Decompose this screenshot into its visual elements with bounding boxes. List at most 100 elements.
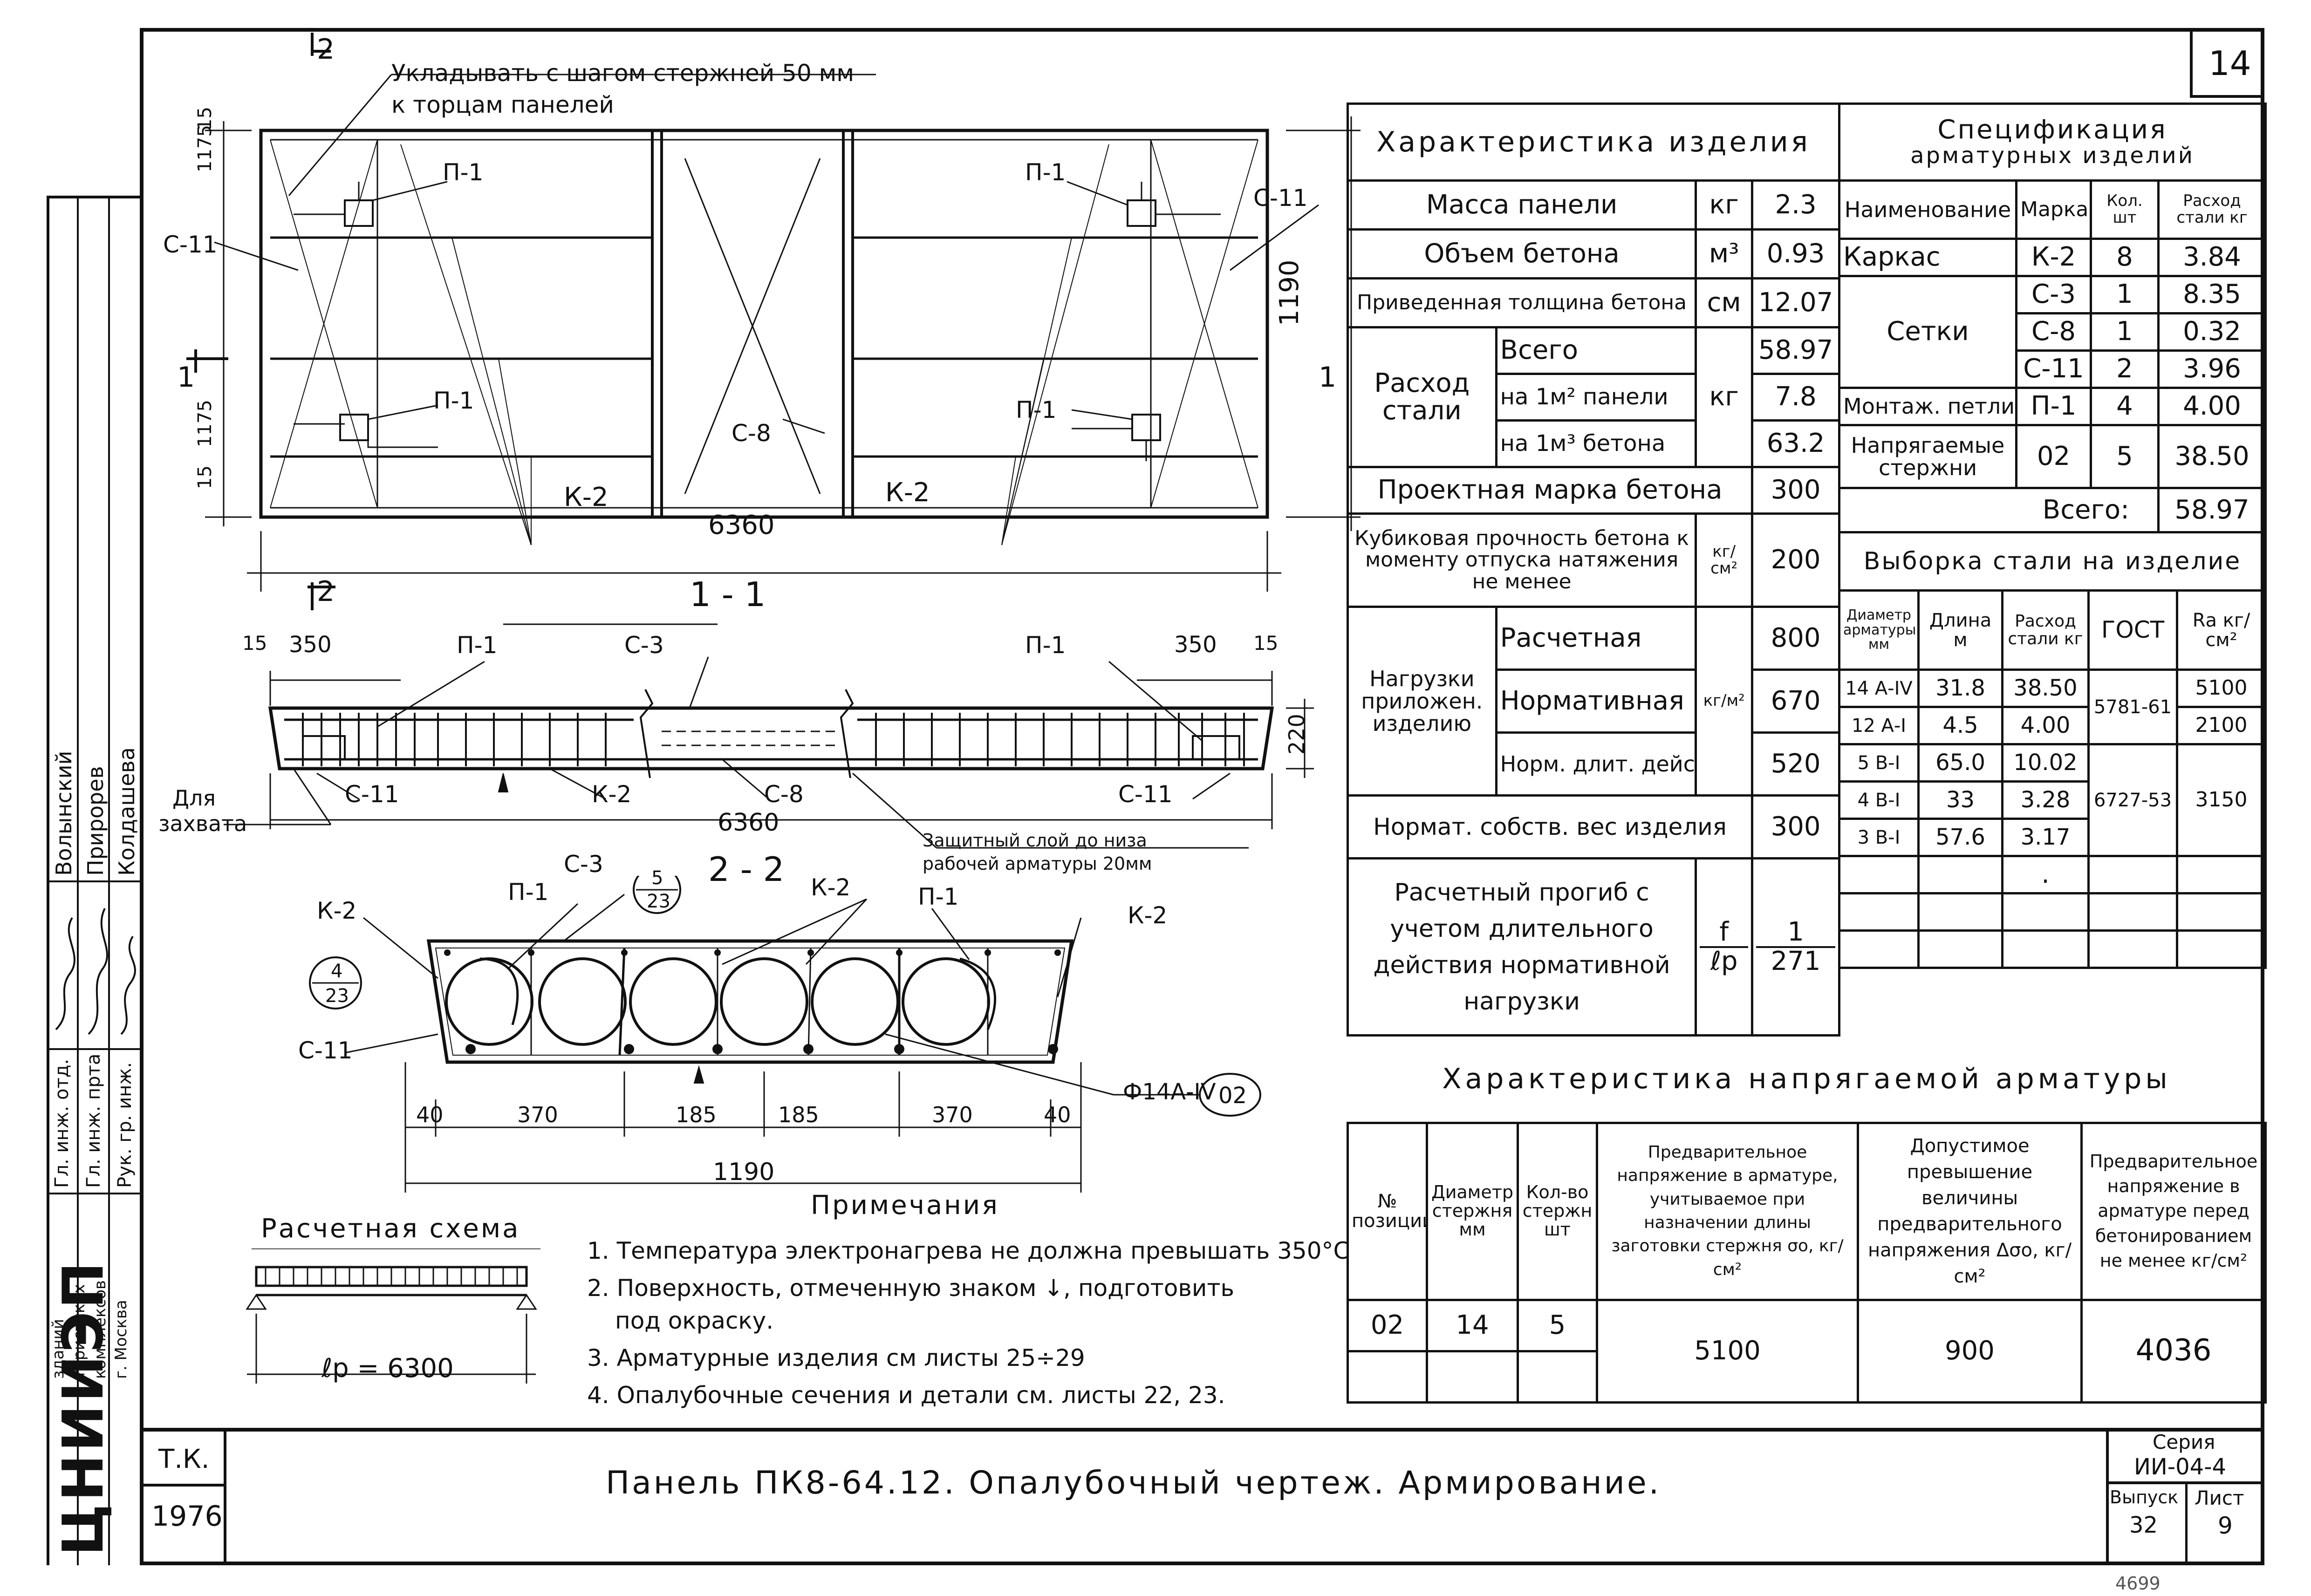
prestress-empty [1347,1350,1428,1404]
plan-mark-p1-tr: П-1 [1025,159,1066,186]
sel-row-2-diam: 12 А-I [1838,706,1920,745]
cube-value: 200 [1751,512,1840,608]
section-22-dim-185-a: 185 [676,1102,717,1127]
calc-scheme-drawing [246,1248,540,1384]
section-22-dim-370-right: 370 [932,1102,973,1127]
sheet-number: 14 [2208,44,2251,83]
section-22-rebar-label: Ф14А-IV [1123,1079,1216,1105]
sel-row-2-len: 4.5 [1917,706,2003,745]
plan-mark-c11-left: С-11 [163,231,218,258]
sheet-label: Лист [2195,1487,2244,1509]
sel-row-2-steel: 4.00 [2001,706,2090,745]
sel-ra-1: 5100 [2175,668,2267,708]
section-11-mark-c3: С-3 [624,632,664,659]
load-norm-label: Нормативная [1495,668,1697,734]
title-main: Панель ПК8-64.12. Опалубочный чертеж. Ар… [606,1465,1661,1501]
mesh-3-qty: 2 [2090,349,2160,389]
section-11-dim-15-left: 15 [242,632,267,655]
title-block [140,1428,2264,1565]
sel-ra-2: 2100 [2175,706,2267,745]
prestress-empty [1426,1350,1519,1404]
sel-row-4-len: 33 [1917,780,2003,820]
sel-empty [2175,929,2267,969]
mass-value: 2.3 [1751,179,1840,231]
plan-dim-1175-top: 1175 [194,125,216,172]
sel-header-diam: Диаметр арматуры мм [1838,589,1920,671]
load-long-value: 520 [1751,731,1840,797]
section-11-title: 1 - 1 [690,575,766,614]
prestress-header-diam: Диаметр стержня мм [1426,1121,1519,1301]
mesh-1-steel: 8.35 [2157,275,2267,314]
prestress-title: Характеристика напрягаемой арматуры [1347,1037,2266,1124]
section-11-grip-1: Для [172,785,216,811]
plan-width: 1190 [1274,259,1305,326]
left-strip-hline-1 [47,880,140,882]
sel-row-4-diam: 4 В-I [1838,780,1920,820]
sel-empty [2087,855,2178,894]
tendon-steel: 38.50 [2157,424,2267,489]
deflection-unit-bottom: ℓр [1710,946,1738,976]
sel-row-1-steel: 38.50 [2001,668,2090,708]
title-block-issue-divider [2185,1481,2188,1565]
section-22-mark-k2-right: К-2 [1128,902,1168,929]
sel-empty [2001,929,2090,969]
plan-section-2-bottom: 2 [317,575,335,608]
volume-value: 0.93 [1751,228,1840,280]
sel-ra-3: 3150 [2175,743,2267,857]
plan-mark-c11-right: С-11 [1253,184,1308,211]
volume-unit: м³ [1695,228,1754,280]
self-weight-label: Нормат. собств. вес изделия [1346,794,1754,859]
plan-section-1-right: 1 [1319,361,1337,394]
deflection-label: Расчетный прогиб с учетом длительного де… [1346,857,1697,1037]
plan-mark-k2-left: К-2 [564,482,609,512]
plan-section-2-top: 2 [317,33,335,66]
note-3: 3. Арматурные изделия см листы 25÷29 [587,1344,1085,1371]
thickness-unit: см [1695,277,1754,328]
sel-row-4-steel: 3.28 [2001,780,2090,820]
grade-label: Проектная марка бетона [1346,466,1754,515]
note-2: 2. Поверхность, отмеченную знаком ↓, под… [587,1275,1234,1302]
section-22-dim-370-left: 370 [517,1102,558,1127]
steel-m3-value: 63.2 [1751,419,1840,468]
section-22-ref-5: 5 [651,867,663,889]
plan-note-line-2: к торцам панелей [391,91,614,118]
name-1: Волынский [51,750,76,876]
mesh-3-steel: 3.96 [2157,349,2267,389]
prestress-qty: 5 [1517,1298,1598,1352]
calc-scheme-span: ℓр = 6300 [321,1353,454,1384]
plan-section-1-left: 1 [177,361,195,394]
plan-dim-15-bottom: 15 [194,465,216,489]
cube-label: Кубиковая прочность бетона к моменту отп… [1346,512,1697,608]
left-strip-hline-2 [47,1048,140,1050]
steel-label: Расход стали [1347,326,1497,468]
section-22-rebar-pos: 02 [1218,1083,1247,1109]
signatures [55,908,136,1035]
spec-header-name: Наименование [1838,179,2017,240]
sel-row-3-diam: 5 В-I [1838,743,1920,783]
steel-selection-table: Выборка стали на изделие Диаметр арматур… [1838,531,2267,969]
spec-title-1: Спецификация [1937,115,2167,145]
note-1: 1. Температура электронагрева не должна … [587,1237,1350,1264]
steel-m2-label: на 1м² панели [1495,373,1697,422]
loop-mark: П-1 [2015,387,2092,426]
spec-total-value: 58.97 [2157,487,2267,533]
sel-header-len: Длина м [1917,589,2003,671]
loads-unit: кг/м² [1695,606,1754,797]
plan-dim-1175-bottom: 1175 [194,400,216,447]
section-22-mark-k2-mid: К-2 [811,874,851,901]
section-22-total: 1190 [713,1158,775,1186]
plan-note-line-1: Укладывать с шагом стержней 50 мм [391,60,855,87]
steel-total-label: Всего [1495,326,1697,375]
section-22-mark-c11: С-11 [298,1037,353,1064]
frame-label: Каркас [1838,238,2017,277]
sel-row-1-diam: 14 А-IV [1838,668,1920,708]
sel-empty [2175,855,2267,894]
section-11-dim-350-right: 350 [1174,632,1217,658]
section-11-dim-15-right: 15 [1253,632,1279,655]
note-4: 4. Опалубочные сечения и детали см. лист… [587,1382,1225,1409]
prestress-header-qty: Кол-во стержн шт [1517,1121,1598,1301]
mesh-2-steel: 0.32 [2157,312,2267,352]
